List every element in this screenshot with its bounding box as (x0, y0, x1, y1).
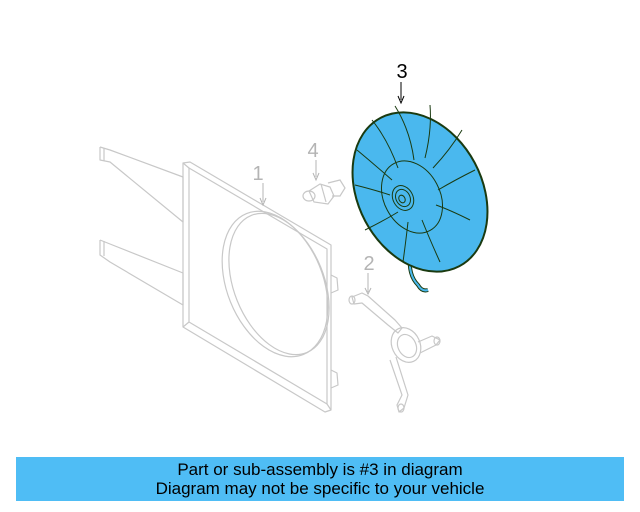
callout-2[interactable]: 2 (363, 253, 375, 296)
callout-1-label: 1 (252, 163, 263, 185)
callout-1[interactable]: 1 (252, 163, 267, 207)
callout-3[interactable]: 3 (396, 61, 408, 105)
part-3-fan-assembly (351, 104, 489, 293)
callout-4[interactable]: 4 (307, 140, 320, 182)
part-2-bracket (348, 292, 441, 413)
info-banner: Part or sub-assembly is #3 in diagram Di… (16, 457, 624, 501)
parts-diagram: 1 2 3 4 (99, 61, 489, 413)
callout-2-label: 2 (363, 253, 374, 275)
banner-line-disclaimer: Diagram may not be specific to your vehi… (155, 479, 485, 498)
part-4-sensor (302, 179, 346, 205)
part-1-fan-shroud (99, 146, 339, 413)
banner-line-part-number: Part or sub-assembly is #3 in diagram (177, 460, 463, 479)
callout-4-label: 4 (307, 140, 318, 162)
callout-3-label: 3 (396, 61, 407, 83)
